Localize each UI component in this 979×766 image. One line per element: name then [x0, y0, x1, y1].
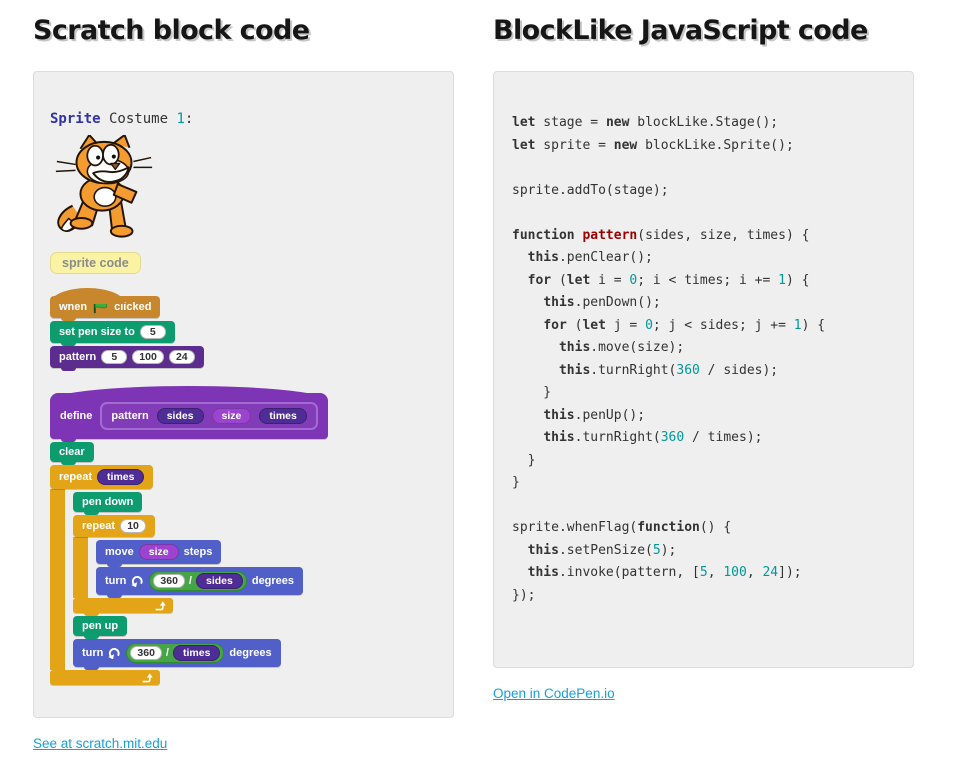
repeat-10-head[interactable]: repeat 10 — [73, 515, 156, 537]
repeat-times-body: pen down repeat 10 move size steps — [50, 489, 304, 670]
turn-label: turn — [105, 575, 127, 587]
move-block[interactable]: move size steps — [96, 540, 222, 567]
repeat-times-head[interactable]: repeat times — [50, 465, 154, 489]
caption-colon: : — [184, 111, 194, 127]
repeat-label: repeat — [82, 520, 116, 532]
loop-arrow-icon — [155, 600, 166, 610]
repeat-10-foot — [73, 598, 173, 616]
when-label: when — [59, 301, 88, 313]
loop-arrow-icon — [142, 672, 153, 682]
repeat-times-arg[interactable]: times — [97, 469, 145, 485]
scratch-panel: Sprite Costume 1: — [33, 71, 454, 718]
scratch-column: Scratch block code Sprite Costume 1: — [33, 0, 454, 753]
code-panel: let stage = new blockLike.Stage();let sp… — [493, 71, 914, 668]
set-pen-size-block[interactable]: set pen size to 5 — [50, 321, 175, 346]
steps-label: steps — [183, 546, 213, 558]
pen-size-input[interactable]: 5 — [139, 325, 166, 339]
divide-sign: / — [188, 575, 192, 587]
repeat-10-arg[interactable]: 10 — [120, 519, 147, 533]
pattern-arg-2[interactable]: 100 — [132, 350, 164, 364]
divisor-sides[interactable]: sides — [195, 573, 243, 589]
repeat-times-foot — [50, 670, 160, 685]
dividend-360[interactable]: 360 — [153, 574, 185, 588]
pen-up-label: pen up — [82, 620, 119, 632]
divide-sign: / — [165, 647, 169, 659]
sprite-code-button[interactable]: sprite code — [50, 252, 141, 274]
sprite-caption: Sprite Costume 1: — [50, 111, 437, 127]
param-size[interactable]: size — [211, 408, 252, 424]
scratch-site-link[interactable]: See at scratch.mit.edu — [33, 736, 168, 751]
define-proc-name: pattern — [111, 410, 149, 422]
define-label: define — [60, 410, 93, 422]
pattern-call-block[interactable]: pattern 5 100 24 — [50, 346, 204, 371]
divisor-times[interactable]: times — [172, 645, 221, 661]
clear-block[interactable]: clear — [50, 442, 94, 465]
pattern-call-label: pattern — [59, 351, 97, 363]
caption-mid: Costume — [100, 111, 177, 127]
define-prototype: pattern sides size times — [100, 402, 318, 430]
move-label: move — [105, 546, 134, 558]
pen-down-label: pen down — [82, 496, 134, 508]
define-script-stack: define pattern sides size times clear re… — [50, 386, 437, 685]
turn-times-block[interactable]: turn 360 / times degrees — [73, 639, 281, 670]
pen-up-block[interactable]: pen up — [73, 616, 128, 639]
scratch-cat-icon — [55, 135, 153, 238]
codepen-link[interactable]: Open in CodePen.io — [493, 686, 615, 701]
blocklike-heading: BlockLike JavaScript code — [493, 15, 868, 46]
turn-label: turn — [82, 647, 104, 659]
when-flag-clicked-block[interactable]: when clicked — [50, 288, 161, 321]
turn-clockwise-icon — [108, 648, 121, 659]
set-pen-size-label: set pen size to — [59, 326, 135, 338]
divide-operator[interactable]: 360 / sides — [149, 571, 247, 591]
turn-clockwise-icon — [131, 576, 144, 587]
clear-label: clear — [59, 446, 85, 458]
pattern-arg-1[interactable]: 5 — [101, 350, 128, 364]
green-flag-icon — [93, 300, 108, 314]
pen-down-block[interactable]: pen down — [73, 492, 143, 515]
repeat-times-cblock: repeat times pen down repeat 10 — [50, 465, 304, 685]
divide-operator[interactable]: 360 / times — [126, 643, 225, 663]
turn-sides-block[interactable]: turn 360 / sides degrees — [96, 567, 304, 598]
code-block: let stage = new blockLike.Stage();let sp… — [512, 115, 826, 603]
degrees-label: degrees — [229, 647, 272, 659]
repeat-10-cblock: repeat 10 move size steps turn — [73, 515, 304, 616]
move-size-arg[interactable]: size — [138, 544, 179, 560]
caption-type: Sprite — [50, 111, 101, 127]
repeat-10-body: move size steps turn — [73, 537, 304, 598]
repeat-label: repeat — [59, 471, 93, 483]
caption-number: 1 — [176, 111, 185, 127]
degrees-label: degrees — [251, 575, 295, 587]
flag-script-stack: when clicked set pen size to 5 pattern 5… — [50, 288, 437, 371]
pattern-arg-3[interactable]: 24 — [168, 350, 195, 364]
blocklike-column: BlockLike JavaScript code let stage = ne… — [493, 0, 914, 703]
scratch-heading: Scratch block code — [33, 15, 310, 46]
dividend-360[interactable]: 360 — [130, 646, 162, 660]
param-times[interactable]: times — [259, 408, 307, 424]
clicked-label: clicked — [114, 301, 152, 313]
define-block[interactable]: define pattern sides size times — [50, 386, 328, 442]
param-sides[interactable]: sides — [156, 408, 204, 424]
